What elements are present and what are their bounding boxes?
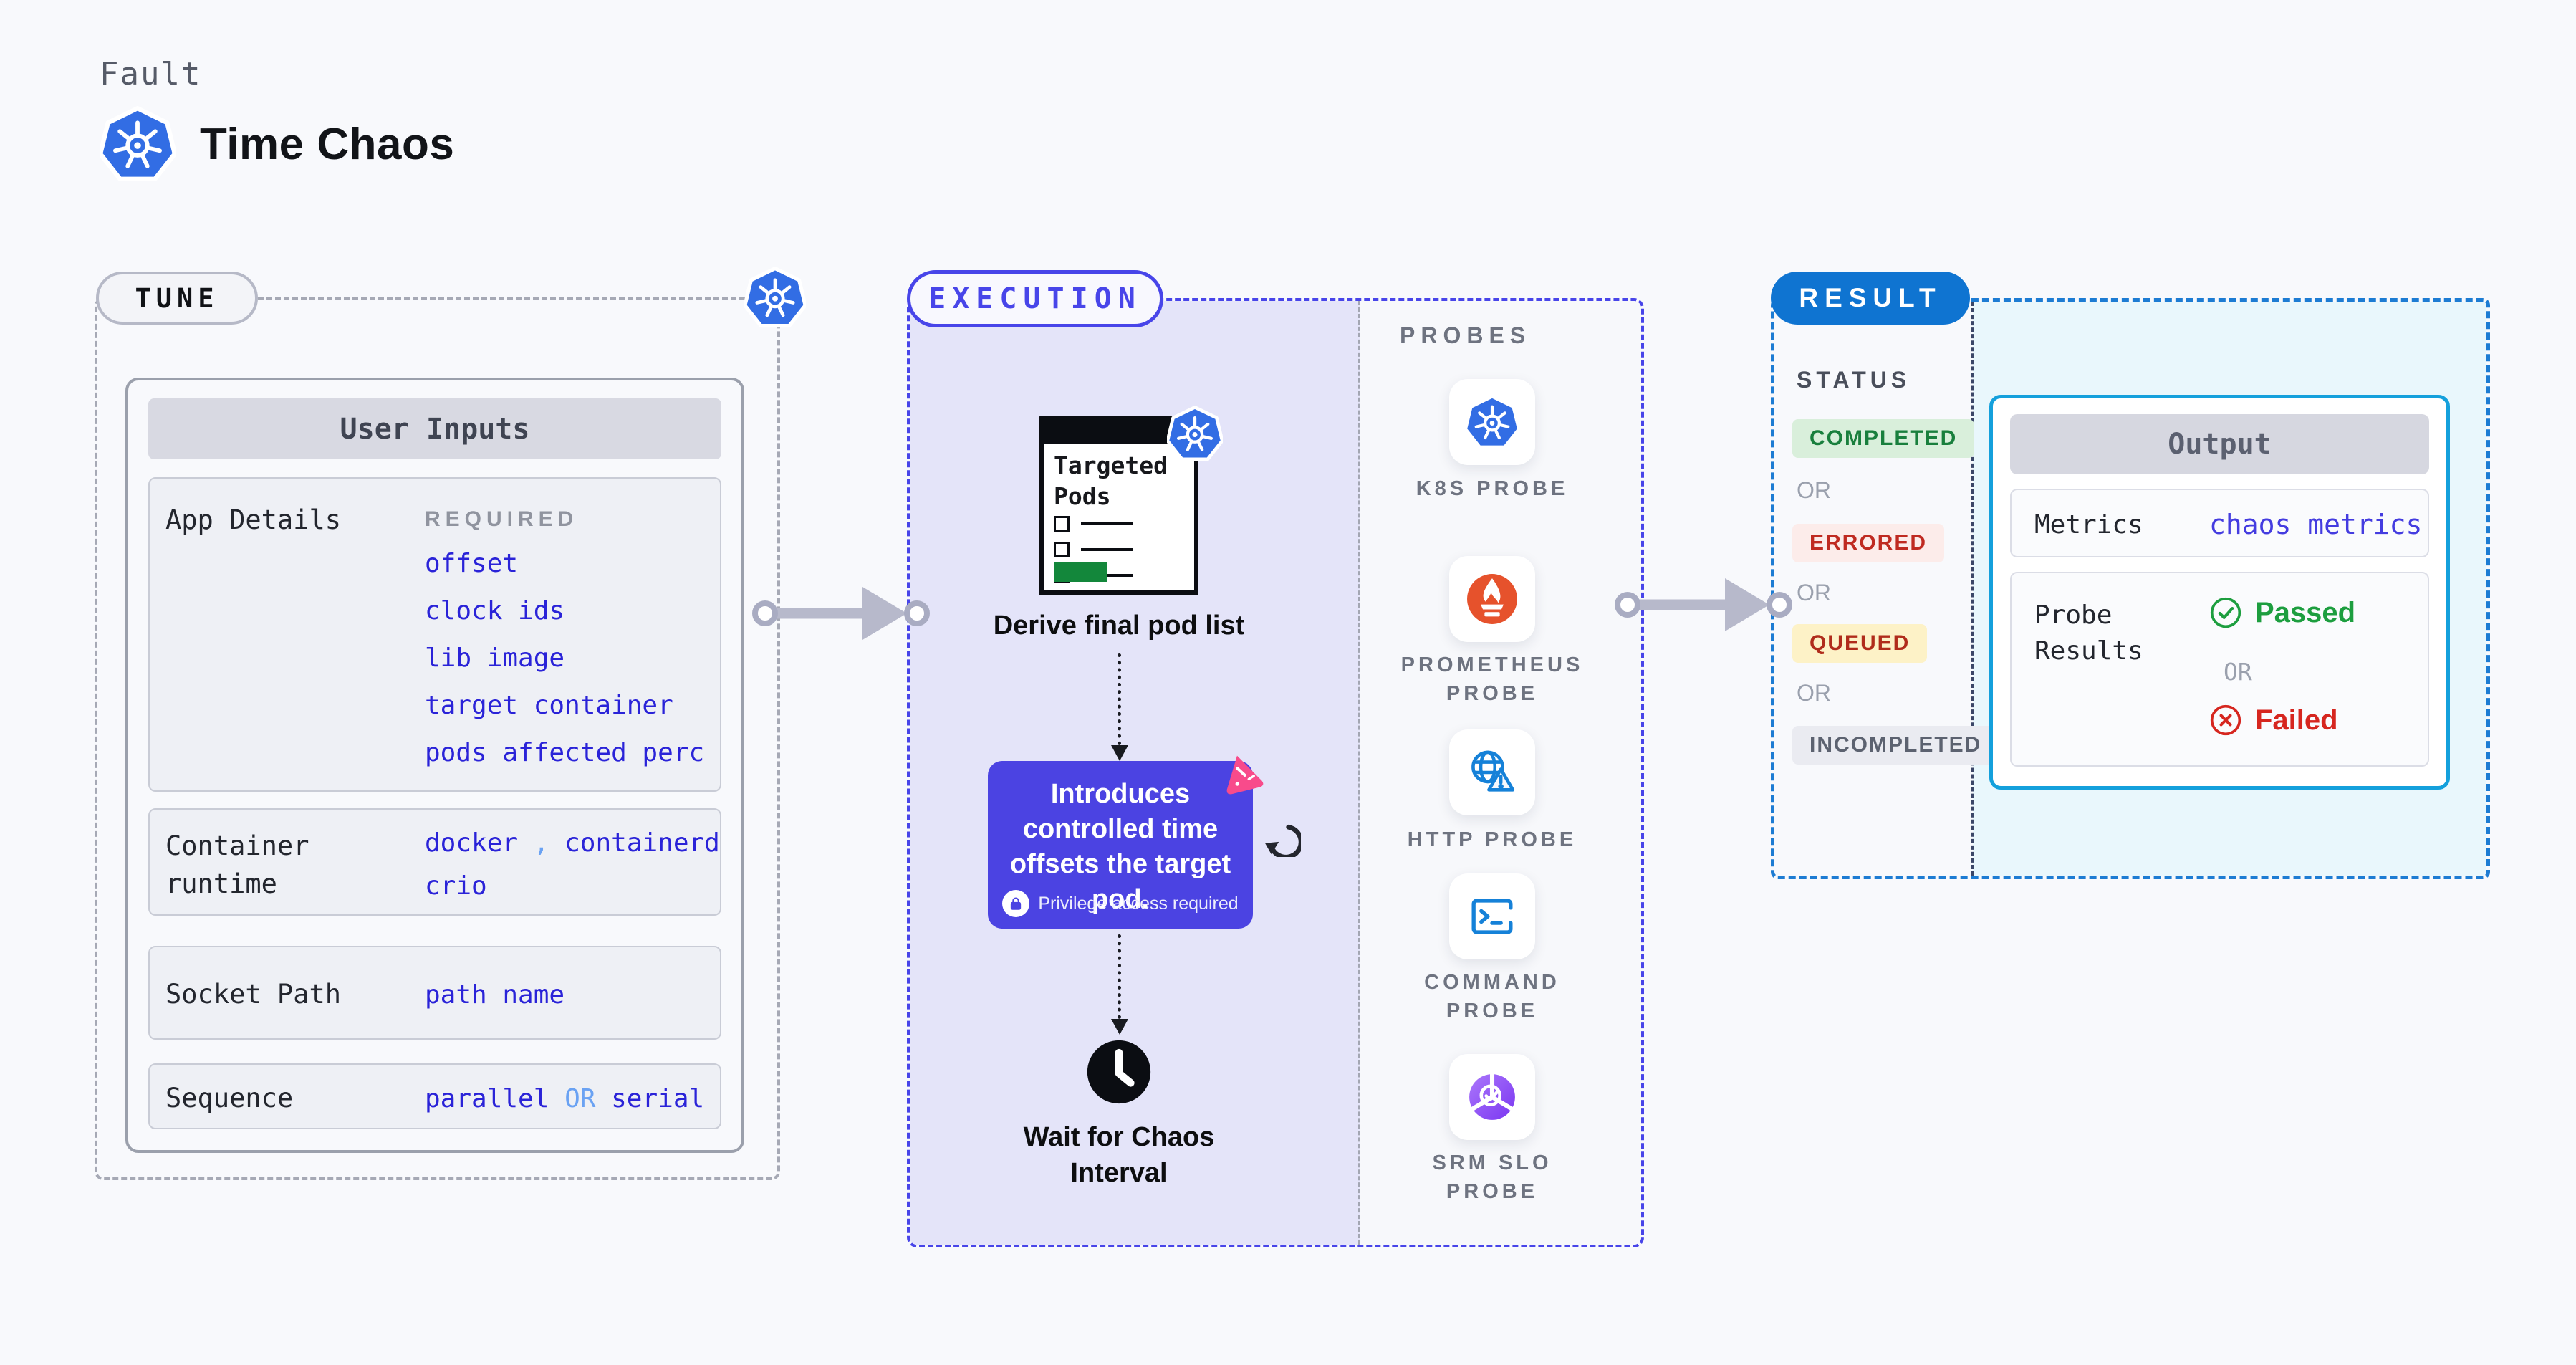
app-details-section: App Details REQUIRED offset clock ids li… [148, 477, 721, 792]
flow-connector [1118, 653, 1121, 745]
runtime-value-crio: crio [425, 871, 487, 901]
metrics-label: Metrics [2034, 510, 2143, 540]
probe-results-label-line1: Probe [2034, 600, 2113, 630]
srm-slo-probe-label: SRM SLO PROBE [1432, 1151, 1552, 1203]
http-probe-card [1449, 729, 1535, 815]
socket-path-label: Socket Path [165, 979, 342, 1010]
sequence-value-parallel: parallel [425, 1084, 549, 1113]
status-badge-incompleted: INCOMPLETED [1792, 726, 1999, 765]
or-label: OR [2224, 658, 2252, 686]
arrow-down-icon [1111, 1019, 1128, 1035]
metrics-row: Metrics chaos metrics [2010, 489, 2429, 557]
result-divider [1971, 302, 1974, 876]
status-badge-errored: ERRORED [1792, 524, 1945, 562]
app-detail-item: lib image [425, 643, 565, 673]
probe-results-row: Probe Results Passed OR Failed [2010, 572, 2429, 767]
status-badge-queued: QUEUED [1792, 624, 1928, 663]
execution-badge: EXECUTION [907, 270, 1163, 327]
wait-chaos-interval-label: Wait for Chaos Interval [1023, 1122, 1215, 1188]
http-globe-warning-icon [1465, 745, 1519, 800]
command-probe-card [1449, 873, 1535, 959]
prometheus-probe-label: PROMETHEUS PROBE [1400, 653, 1584, 705]
tune-stage-box [95, 297, 780, 1180]
privilege-note: Privilege access required [1038, 893, 1239, 914]
kubernetes-icon [100, 106, 176, 182]
kubernetes-icon [1465, 395, 1519, 449]
status-title: STATUS [1797, 367, 1911, 393]
fault-eyebrow: Fault [100, 56, 202, 92]
output-title: Output [2010, 414, 2429, 474]
clock-icon [1085, 1038, 1153, 1106]
srm-slo-probe-card [1449, 1054, 1535, 1140]
app-details-label: App Details [165, 504, 342, 535]
retry-loop-icon [1265, 821, 1301, 857]
status-badge-completed: COMPLETED [1792, 419, 1975, 458]
app-detail-item: pods affected perc [425, 738, 705, 767]
passed-label: Passed [2255, 596, 2356, 628]
prometheus-icon [1467, 574, 1517, 624]
http-probe-label: HTTP PROBE [1407, 828, 1577, 851]
kubernetes-icon [1167, 406, 1223, 461]
flow-connector [1118, 934, 1121, 1019]
slo-donut-check-icon [1465, 1070, 1519, 1124]
tune-badge: TUNE [96, 272, 258, 325]
socket-path-value: path name [425, 980, 565, 1010]
runtime-value-containerd: containerd [564, 828, 720, 858]
app-detail-item: offset [425, 549, 519, 578]
sequence-value-serial: serial [611, 1084, 705, 1113]
k8s-probe-card [1449, 379, 1535, 465]
page-title-row: Time Chaos [100, 106, 454, 182]
progress-bar [1054, 562, 1107, 582]
runtime-label-line2: runtime [165, 868, 277, 899]
litmus-chaos-icon [1218, 749, 1265, 797]
user-inputs-panel: User Inputs App Details REQUIRED offset … [125, 378, 744, 1153]
chaos-description-card: Introduces controlled time offsets the t… [988, 761, 1253, 929]
check-circle-icon [2209, 596, 2242, 629]
execution-to-result-arrow [1615, 578, 1792, 632]
k8s-probe-label: K8S PROBE [1416, 477, 1569, 500]
command-probe-label: COMMAND PROBE [1424, 971, 1560, 1022]
kubernetes-icon [744, 267, 806, 328]
output-card: Output Metrics chaos metrics Probe Resul… [1989, 395, 2450, 790]
sequence-or: OR [564, 1084, 596, 1113]
failed-label: Failed [2255, 704, 2338, 736]
sequence-section: Sequence parallel OR serial [148, 1063, 721, 1129]
app-detail-item: target container [425, 691, 673, 720]
prometheus-probe-card [1449, 556, 1535, 642]
runtime-value-docker: docker [425, 828, 519, 858]
probes-title: PROBES [1400, 322, 1532, 348]
required-tag: REQUIRED [425, 507, 579, 531]
or-label: OR [1797, 580, 1831, 605]
probe-results-label-line2: Results [2034, 636, 2143, 666]
runtime-separator: , [533, 828, 549, 858]
or-label: OR [1797, 680, 1831, 706]
terminal-icon [1465, 889, 1519, 944]
user-inputs-title: User Inputs [148, 398, 721, 459]
app-detail-item: clock ids [425, 596, 565, 626]
sequence-label: Sequence [165, 1083, 294, 1113]
arrow-down-icon [1111, 745, 1128, 761]
targeted-pods-title: Targeted Pods [1054, 451, 1168, 510]
x-circle-icon [2209, 704, 2242, 737]
page-title: Time Chaos [200, 119, 455, 169]
container-runtime-section: Container runtime docker , containerd cr… [148, 808, 721, 916]
lock-icon [1002, 890, 1030, 917]
or-label: OR [1797, 477, 1831, 503]
result-badge: RESULT [1771, 272, 1970, 325]
derive-pod-list-label: Derive final pod list [993, 610, 1245, 641]
metrics-value: chaos metrics [2209, 509, 2423, 540]
runtime-label-line1: Container [165, 830, 309, 861]
tune-to-execution-arrow [752, 586, 930, 641]
probes-divider [1358, 301, 1360, 1245]
socket-path-section: Socket Path path name [148, 946, 721, 1040]
chaos-description-text: Introduces controlled time offsets the t… [1009, 779, 1231, 914]
